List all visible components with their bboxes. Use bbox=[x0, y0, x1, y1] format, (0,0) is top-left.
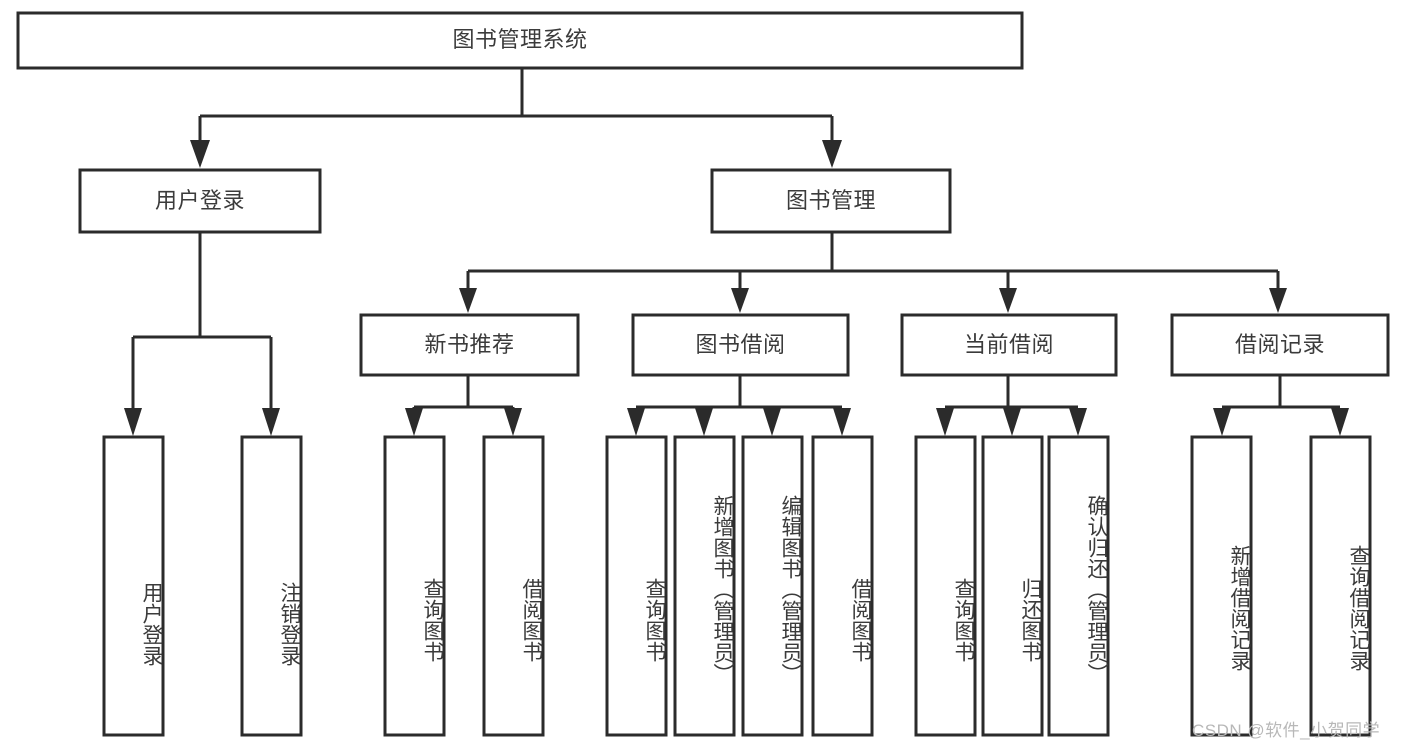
arrowhead-leaf-user-logout bbox=[262, 408, 280, 436]
arrowhead-leaf-query-book-1 bbox=[405, 408, 423, 436]
node-box-new-book-rec[interactable] bbox=[359, 313, 580, 377]
arrowhead-leaf-return-book bbox=[1003, 408, 1021, 436]
arrowhead-current-borrow bbox=[999, 288, 1017, 313]
node-box-leaf-user-login[interactable] bbox=[102, 435, 165, 737]
arrowhead-leaf-borrow-book-2 bbox=[833, 408, 851, 436]
node-box-book-manage[interactable] bbox=[710, 168, 952, 234]
arrowhead-borrow-record bbox=[1269, 288, 1287, 313]
node-box-current-borrow[interactable] bbox=[900, 313, 1118, 377]
arrowhead-leaf-query-record bbox=[1331, 408, 1349, 436]
node-box-leaf-query-book-2[interactable] bbox=[605, 435, 668, 737]
arrowhead-leaf-user-login bbox=[124, 408, 142, 436]
node-box-leaf-query-book-3[interactable] bbox=[914, 435, 977, 737]
arrowhead-leaf-confirm-return bbox=[1069, 408, 1087, 436]
arrowhead-leaf-edit-book bbox=[763, 408, 781, 436]
node-box-leaf-borrow-book-1[interactable] bbox=[482, 435, 545, 737]
node-box-leaf-query-book-1[interactable] bbox=[383, 435, 446, 737]
node-box-root[interactable] bbox=[16, 11, 1024, 70]
node-box-book-borrow[interactable] bbox=[631, 313, 850, 377]
node-box-leaf-add-book[interactable] bbox=[673, 435, 736, 737]
node-box-leaf-confirm-return[interactable] bbox=[1047, 435, 1110, 737]
arrowhead-leaf-borrow-book-1 bbox=[504, 408, 522, 436]
node-box-user-login[interactable] bbox=[78, 168, 322, 234]
node-box-leaf-query-record[interactable] bbox=[1309, 435, 1372, 737]
node-box-leaf-user-logout[interactable] bbox=[240, 435, 303, 737]
node-box-leaf-edit-book[interactable] bbox=[741, 435, 804, 737]
arrowhead-book-borrow bbox=[731, 288, 749, 313]
arrowhead-new-book-rec bbox=[459, 288, 477, 313]
arrowhead-leaf-query-book-3 bbox=[936, 408, 954, 436]
node-box-leaf-add-record[interactable] bbox=[1190, 435, 1253, 737]
arrowhead-leaf-add-record bbox=[1213, 408, 1231, 436]
node-box-leaf-borrow-book-2[interactable] bbox=[811, 435, 874, 737]
arrowhead-leaf-query-book-2 bbox=[627, 408, 645, 436]
node-box-leaf-return-book[interactable] bbox=[981, 435, 1044, 737]
node-box-borrow-record[interactable] bbox=[1170, 313, 1390, 377]
arrowhead-user-login bbox=[190, 140, 210, 168]
arrowhead-book-manage bbox=[822, 140, 842, 168]
arrowhead-leaf-add-book bbox=[695, 408, 713, 436]
